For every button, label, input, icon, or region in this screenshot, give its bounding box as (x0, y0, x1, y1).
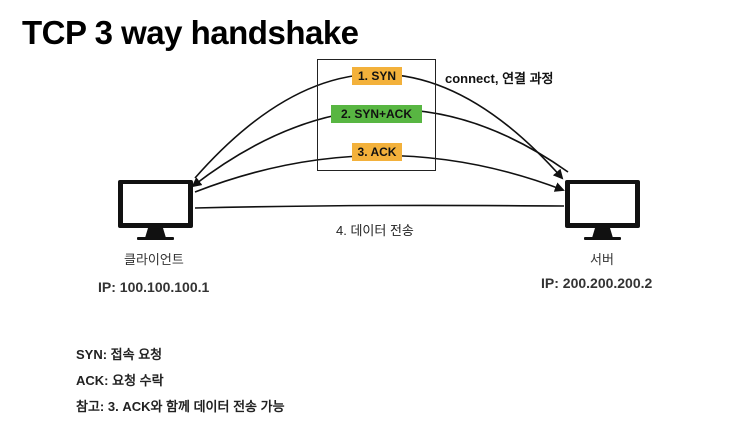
syn-ack-badge: 2. SYN+ACK (331, 105, 422, 123)
ack-badge: 3. ACK (352, 143, 402, 161)
data-transfer-line (194, 204, 565, 209)
syn-badge: 1. SYN (352, 67, 402, 85)
note-ack: ACK: 요청 수락 (76, 373, 164, 388)
server-monitor-icon (565, 180, 640, 240)
server-ip: IP: 200.200.200.2 (541, 275, 653, 291)
data-transfer-caption: 4. 데이터 전송 (336, 223, 414, 238)
handshake-box (317, 59, 436, 171)
connect-caption: connect, 연결 과정 (445, 71, 554, 86)
server-label: 서버 (590, 252, 614, 267)
client-monitor-icon (118, 180, 193, 240)
client-ip: IP: 100.100.100.1 (98, 279, 210, 295)
note-syn: SYN: 접속 요청 (76, 347, 163, 362)
page-title: TCP 3 way handshake (22, 14, 359, 51)
note-reference: 참고: 3. ACK와 함께 데이터 전송 가능 (76, 399, 285, 414)
client-label: 클라이언트 (124, 252, 184, 267)
